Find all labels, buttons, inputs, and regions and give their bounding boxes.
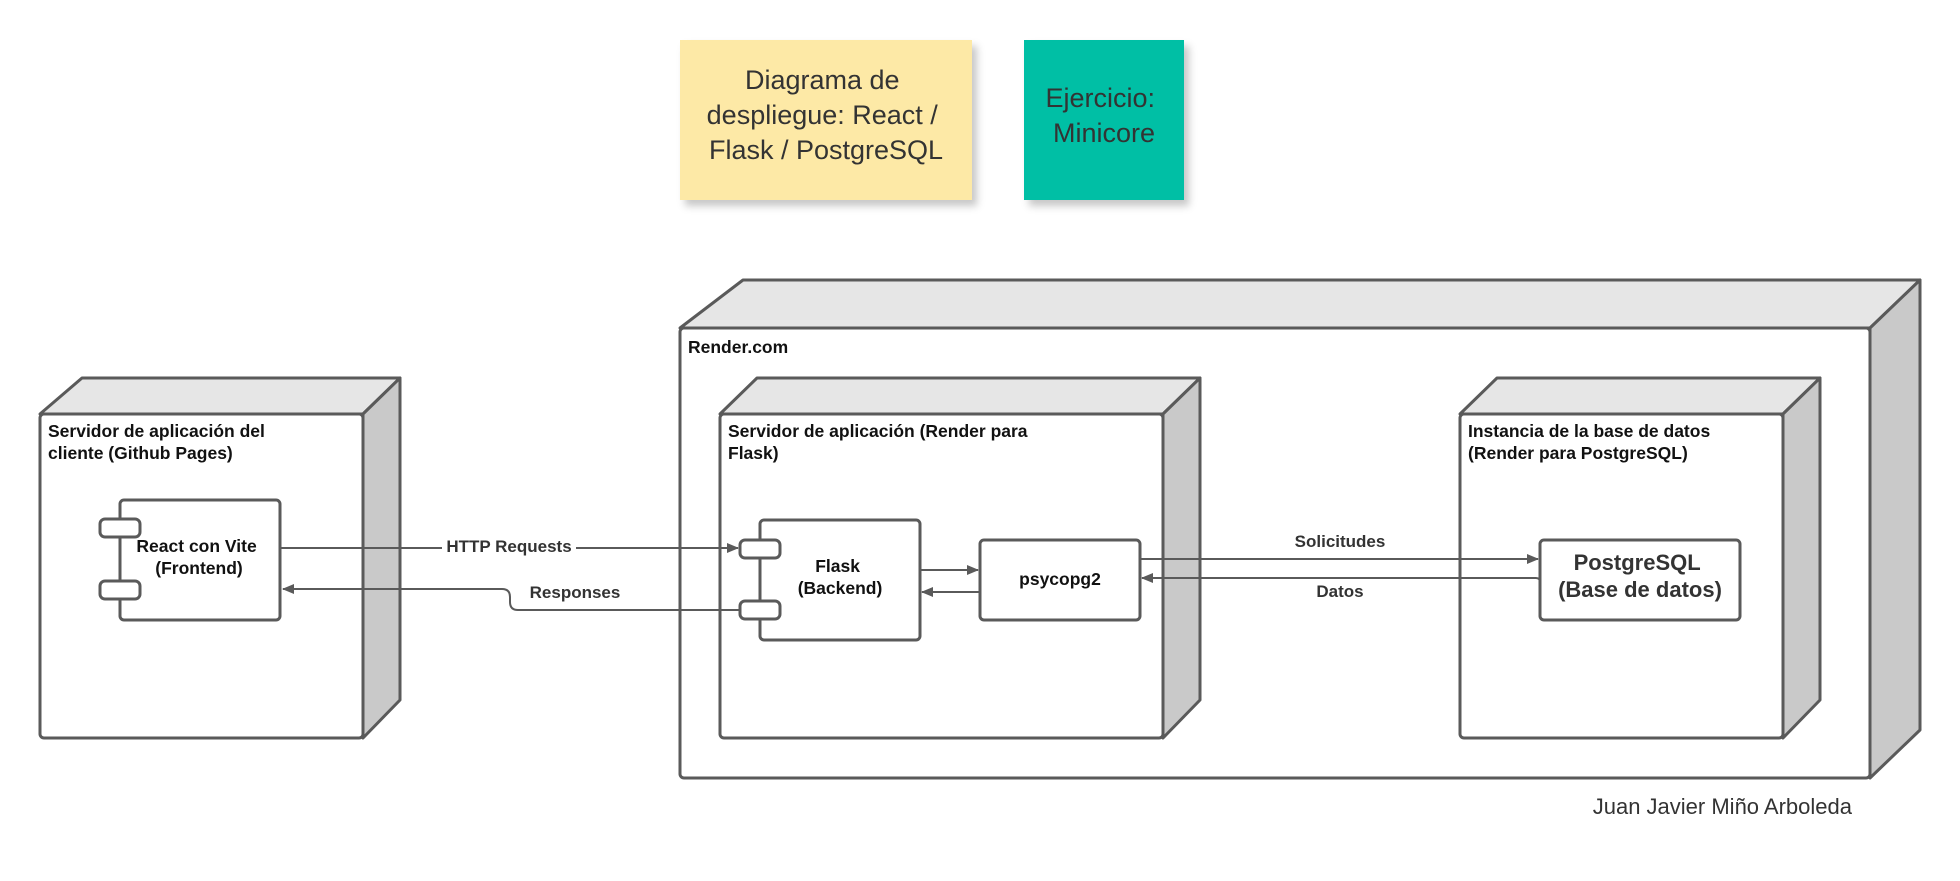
psycopg2-component-box xyxy=(978,538,1142,622)
title-note-text: Diagrama de despliegue: React / Flask / … xyxy=(707,65,946,165)
http-requests-label: HTTP Requests xyxy=(446,537,571,556)
app-server-node-label: Servidor de aplicación (Render para Flas… xyxy=(728,421,1032,463)
psycopg2-component: psycopg2 xyxy=(978,538,1142,622)
exercise-note-line: Ejercicio: xyxy=(1045,83,1155,113)
app-server-node-label-line: Flask) xyxy=(728,443,779,463)
postgres-component-label-line: (Base de datos) xyxy=(1558,577,1722,602)
react-component-label-line: React con Vite xyxy=(136,536,257,556)
render-node-label: Render.com xyxy=(688,337,788,357)
solicitudes-edge: Solicitudes xyxy=(1140,532,1539,564)
flask-component-label-line: (Backend) xyxy=(798,578,883,598)
http-requests-label-bg xyxy=(442,536,576,558)
flask-component-port xyxy=(738,599,782,621)
client-node-label-line: Servidor de aplicación del xyxy=(48,421,265,441)
datos-label: Datos xyxy=(1316,582,1363,601)
react-component-label-line: (Frontend) xyxy=(155,558,242,578)
flask-component-box xyxy=(758,518,922,642)
flask-component-label: Flask (Backend) xyxy=(798,556,883,598)
responses-label: Responses xyxy=(530,583,621,602)
exercise-note: Ejercicio: Minicore xyxy=(1024,40,1184,200)
react-component-label: React con Vite (Frontend) xyxy=(136,536,261,578)
react-component-port xyxy=(98,579,142,601)
db-instance-node-label-line: (Render para PostgreSQL) xyxy=(1468,443,1688,463)
exercise-note-line: Minicore xyxy=(1053,118,1155,148)
datos-line xyxy=(1141,573,1541,583)
render-node-top xyxy=(678,278,1922,330)
app-server-node-label-line: Servidor de aplicación (Render para xyxy=(728,421,1028,441)
react-component-box xyxy=(118,498,282,622)
client-node-top xyxy=(38,376,402,416)
solicitudes-label: Solicitudes xyxy=(1295,532,1386,551)
title-note-line: despliegue: React / xyxy=(707,100,939,130)
title-note-line: Diagrama de xyxy=(745,65,900,95)
client-node-label-line: cliente (Github Pages) xyxy=(48,443,233,463)
psycopg2-component-label: psycopg2 xyxy=(1019,569,1101,589)
flask-component-port xyxy=(738,538,782,560)
postgres-component-label-line: PostgreSQL xyxy=(1574,550,1701,575)
app-server-node: Servidor de aplicación (Render para Flas… xyxy=(718,376,1202,740)
db-instance-node-label-line: Instancia de la base de datos xyxy=(1468,421,1710,441)
postgres-component-label: PostgreSQL (Base de datos) xyxy=(1558,550,1722,602)
postgres-component: PostgreSQL (Base de datos) xyxy=(1538,538,1742,622)
react-component: React con Vite (Frontend) xyxy=(98,498,282,622)
db-instance-node-label: Instancia de la base de datos (Render pa… xyxy=(1468,421,1715,463)
react-component-port xyxy=(98,517,142,539)
flask-component: Flask (Backend) xyxy=(738,518,922,642)
app-server-node-top xyxy=(718,376,1202,416)
db-instance-node-top xyxy=(1458,376,1822,416)
author-label: Juan Javier Miño Arboleda xyxy=(1593,794,1853,819)
title-note: Diagrama de despliegue: React / Flask / … xyxy=(680,40,972,200)
client-node-label: Servidor de aplicación del cliente (Gith… xyxy=(48,421,270,463)
http-requests-edge: HTTP Requests xyxy=(280,536,739,558)
app-server-node-front xyxy=(718,412,1165,740)
responses-edge: Responses xyxy=(282,583,740,611)
client-node-side xyxy=(361,376,402,740)
responses-line xyxy=(282,584,740,611)
datos-edge: Datos xyxy=(1141,573,1541,601)
exercise-note-text: Ejercicio: Minicore xyxy=(1045,83,1162,148)
title-note-line: Flask / PostgreSQL xyxy=(709,135,943,165)
db-instance-node-side xyxy=(1781,376,1822,740)
exercise-note-bg xyxy=(1024,40,1184,200)
render-node-side xyxy=(1868,278,1922,780)
title-note-bg xyxy=(680,40,972,200)
flask-component-label-line: Flask xyxy=(815,556,860,576)
